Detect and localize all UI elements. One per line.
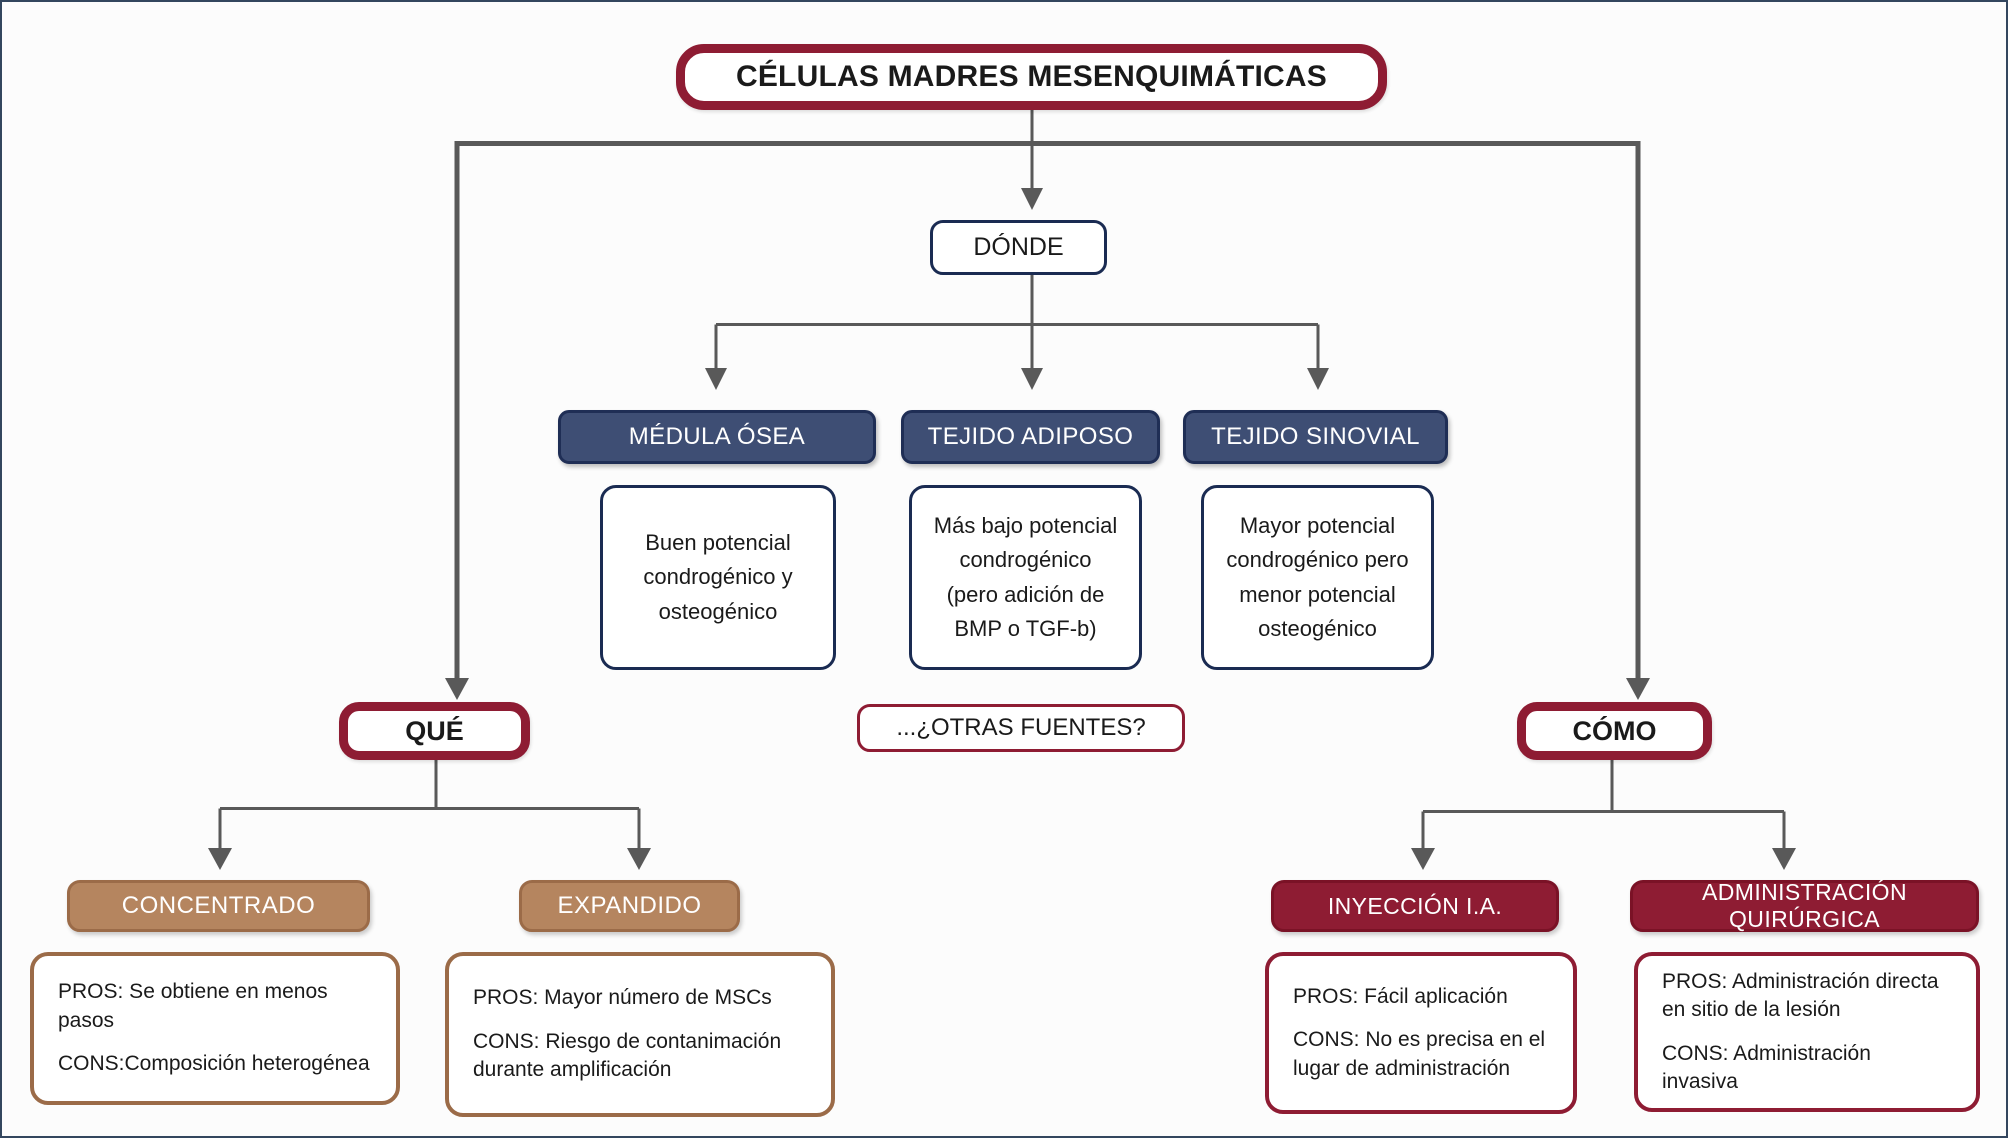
source-header-tejido-adiposo: TEJIDO ADIPOSO [901, 410, 1160, 464]
cons-text: CONS: Administración invasiva [1662, 1041, 1871, 1093]
pros-text: PROS: Fácil aplicación [1293, 984, 1508, 1008]
arrowhead-admin [1772, 848, 1796, 870]
option-header-inyeccion-ia: INYECCIÓN I.A. [1271, 880, 1559, 932]
connector-que-rail [218, 760, 641, 850]
arrowhead-que [445, 678, 469, 700]
arrowhead-inyeccion [1411, 848, 1435, 870]
donde-node: DÓNDE [930, 220, 1107, 275]
arrowhead-expandido [627, 848, 651, 870]
root-node-title: CÉLULAS MADRES MESENQUIMÁTICAS [676, 44, 1387, 110]
arrowhead-como [1626, 678, 1650, 700]
source-detail-tejido-sinovial: Mayor potencial condrogénico pero menor … [1201, 485, 1434, 670]
otras-fuentes-node: ...¿OTRAS FUENTES? [857, 704, 1185, 752]
source-header-medula-osea: MÉDULA ÓSEA [558, 410, 876, 464]
source-detail-tejido-adiposo: Más bajo potencial condrogénico (pero ad… [909, 485, 1142, 670]
arrowhead-sinovial [1307, 368, 1329, 390]
como-node: CÓMO [1517, 702, 1712, 760]
connector-sources-rail [714, 275, 1320, 370]
arrowhead-donde [1021, 188, 1043, 210]
cons-text: CONS: No es precisa en el lugar de admin… [1293, 1028, 1546, 1080]
option-header-concentrado: CONCENTRADO [67, 880, 370, 932]
proscons-expandido: PROS: Mayor número de MSCs CONS: Riesgo … [445, 952, 835, 1117]
que-node: QUÉ [339, 702, 530, 760]
proscons-concentrado: PROS: Se obtiene en menos pasos CONS:Com… [30, 952, 400, 1105]
pros-text: PROS: Administración directa en sitio de… [1662, 969, 1939, 1022]
option-header-administracion-quirurgica: ADMINISTRACIÓN QUIRÚRGICA [1630, 879, 1979, 932]
source-detail-medula-osea: Buen potencial condrogénico y osteogénic… [600, 485, 836, 670]
arrowhead-concentrado [208, 848, 232, 870]
cons-text: CONS: Riesgo de contanimación durante am… [473, 1029, 782, 1082]
arrowhead-medula [705, 368, 727, 390]
proscons-administracion-quirurgica: PROS: Administración directa en sitio de… [1634, 952, 1980, 1112]
pros-text: PROS: Se obtiene en menos pasos [58, 980, 328, 1032]
proscons-inyeccion-ia: PROS: Fácil aplicación CONS: No es preci… [1265, 952, 1577, 1114]
source-header-tejido-sinovial: TEJIDO SINOVIAL [1183, 410, 1448, 464]
cons-text: CONS:Composición heterogénea [58, 1052, 370, 1076]
arrowhead-adiposo [1021, 368, 1043, 390]
connector-como-rail [1421, 760, 1786, 850]
pros-text: PROS: Mayor número de MSCs [473, 986, 772, 1010]
option-header-expandido: EXPANDIDO [519, 880, 740, 932]
